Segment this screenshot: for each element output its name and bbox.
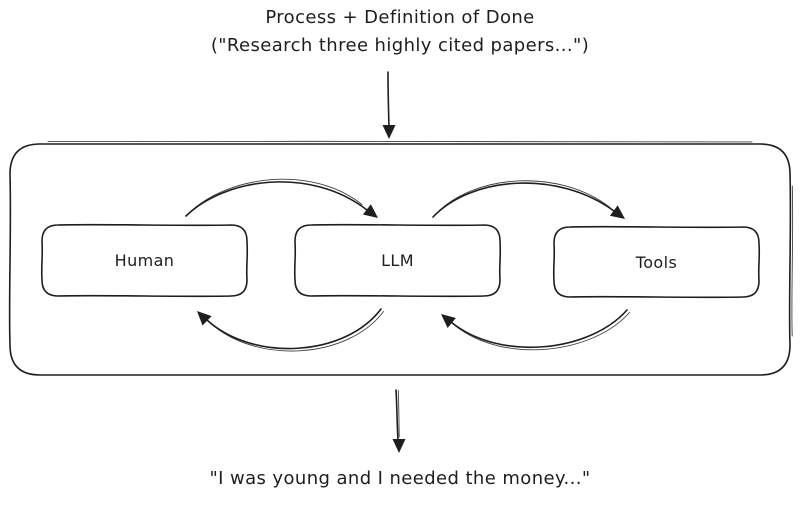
llm-to-tools-arrow: [432, 180, 625, 219]
human-node-label: Human: [114, 251, 175, 270]
process-label-line1: Process + Definition of Done: [265, 7, 535, 28]
tools-node-label: Tools: [635, 252, 678, 272]
agent-loop-container-sketch-line: [47, 140, 753, 143]
llm-box-outline: [293, 223, 502, 298]
input-arrow: [382, 71, 396, 139]
human-to-llm-arrow: [185, 178, 378, 218]
output-quote-label: "I was young and I needed the money...": [209, 468, 591, 489]
tools-box-outline: [552, 225, 761, 299]
llm-node-label: LLM: [381, 251, 414, 270]
output-arrow: [392, 389, 406, 453]
tools-to-llm-arrow: [441, 309, 630, 351]
llm-to-human-arrow: [197, 308, 384, 352]
process-label-line2: ("Research three highly cited papers..."…: [210, 35, 590, 56]
agent-loop-container-sketch-line-right: [791, 185, 794, 337]
human-box-outline: [40, 223, 249, 298]
agent-loop-container-outline: [8, 142, 792, 377]
